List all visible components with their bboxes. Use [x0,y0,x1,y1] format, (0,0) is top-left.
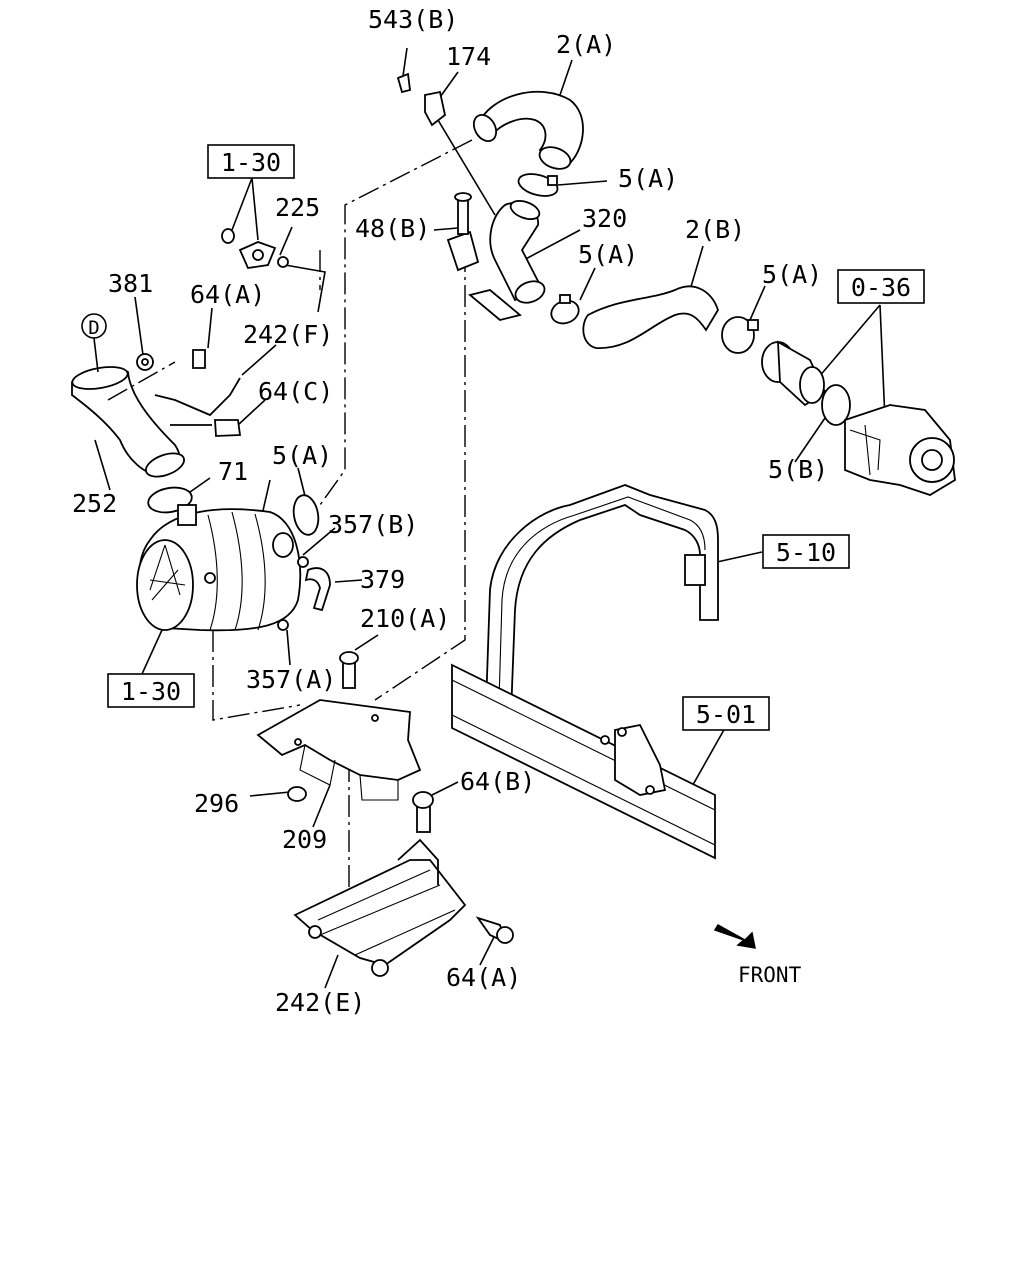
label-252: 252 [72,489,117,518]
hose-379 [277,556,331,631]
label-64c: 64(C) [258,377,333,406]
frame-5-01 [451,663,716,860]
label-front: FRONT [738,963,802,987]
front-arrow-icon [713,923,756,949]
label-5a-top: 5(A) [618,164,678,193]
clamp-5b [821,384,851,426]
bracket-242e [293,838,467,977]
label-2a: 2(A) [556,30,616,59]
label-210a: 210(A) [360,604,450,633]
label-2b: 2(B) [685,215,745,244]
pipe-2b [582,285,719,349]
bracket-242f [154,349,242,437]
pipe-320 [468,199,546,321]
label-5a-left: 5(A) [272,441,332,470]
label-296: 296 [194,789,239,818]
part-labels: 543(B) 174 2(A) 5(A) 48(B) 320 5(A) 2(B)… [72,5,828,1017]
clamp-5a-mid [550,294,580,325]
duct-252 [71,361,186,478]
label-209: 209 [282,825,327,854]
label-64a-top: 64(A) [190,280,265,309]
ref-box-0-36: 0-36 [837,269,925,304]
label-5a-right: 5(A) [762,260,822,289]
label-379: 379 [360,565,405,594]
label-5a-mid: 5(A) [578,240,638,269]
circle-d-marker: D [81,313,107,373]
clamp-5a-top [517,173,559,197]
clamp-5a-left [292,494,320,536]
ref-box-5-10: 5-10 [762,534,850,569]
ref-box-1-30-top: 1-30 [207,144,295,179]
label-64a-bottom: 64(A) [446,963,521,992]
bracket-48b [446,192,480,272]
bracket-209 [256,699,422,801]
label-357b: 357(B) [328,510,418,539]
nut-381 [136,353,154,371]
bolt-210a [339,651,359,689]
bolt-64b [412,791,434,833]
turbocharger [844,404,956,496]
label-543b: 543(B) [368,5,458,34]
label-225: 225 [275,193,320,222]
label-174: 174 [446,42,491,71]
sensor-174 [396,72,496,216]
label-381: 381 [108,269,153,298]
label-48b: 48(B) [355,214,430,243]
label-71: 71 [218,457,248,486]
label-64b: 64(B) [460,767,535,796]
ref-label-5-10: 5-10 [776,538,836,567]
bolt-64a-bottom [475,916,514,944]
elbow-0-36 [761,340,827,407]
label-242f: 242(F) [243,320,333,349]
label-242e: 242(E) [275,988,365,1017]
air-cleaner [136,504,302,632]
ref-box-5-01: 5-01 [682,696,770,731]
ref-label-5-01: 5-01 [696,700,756,729]
ref-label-1-30-top: 1-30 [221,148,281,177]
ref-label-1-30-bottom: 1-30 [121,677,181,706]
label-357a: 357(A) [246,665,336,694]
circle-d-label: D [88,317,99,339]
label-5b: 5(B) [768,455,828,484]
pipe-2a [472,91,584,170]
ref-box-1-30-bottom: 1-30 [107,673,195,708]
label-320: 320 [582,204,627,233]
clamp-5a-right [721,316,759,354]
ref-label-0-36: 0-36 [851,273,911,302]
alignment-lines [212,139,473,895]
nut-296 [287,786,307,802]
gasket-225 [221,228,289,269]
